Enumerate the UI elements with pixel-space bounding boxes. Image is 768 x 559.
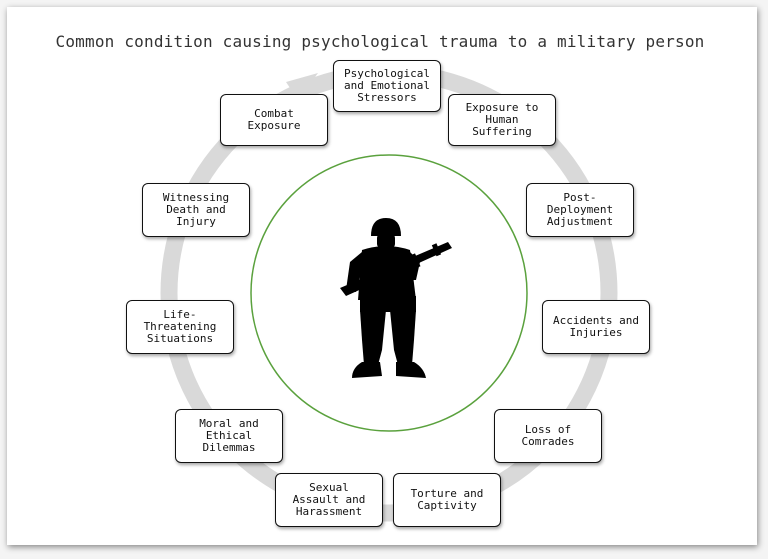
node-psychological-emotional-stressors: Psychological and Emotional Stressors [333,60,441,112]
node-sexual-assault-harassment: Sexual Assault and Harassment [275,473,383,527]
node-post-deployment-adjustment: Post- Deployment Adjustment [526,183,634,237]
node-witnessing-death-injury: Witnessing Death and Injury [142,183,250,237]
soldier-silhouette-icon [340,218,452,378]
cycle-arrow-head [286,73,318,100]
node-combat-exposure: Combat Exposure [220,94,328,146]
node-exposure-human-suffering: Exposure to Human Suffering [448,94,556,146]
node-torture-captivity: Torture and Captivity [393,473,501,527]
node-loss-of-comrades: Loss of Comrades [494,409,602,463]
diagram-title: Common condition causing psychological t… [55,32,705,51]
node-accidents-injuries: Accidents and Injuries [542,300,650,354]
node-life-threatening-situations: Life- Threatening Situations [126,300,234,354]
node-moral-ethical-dilemmas: Moral and Ethical Dilemmas [175,409,283,463]
